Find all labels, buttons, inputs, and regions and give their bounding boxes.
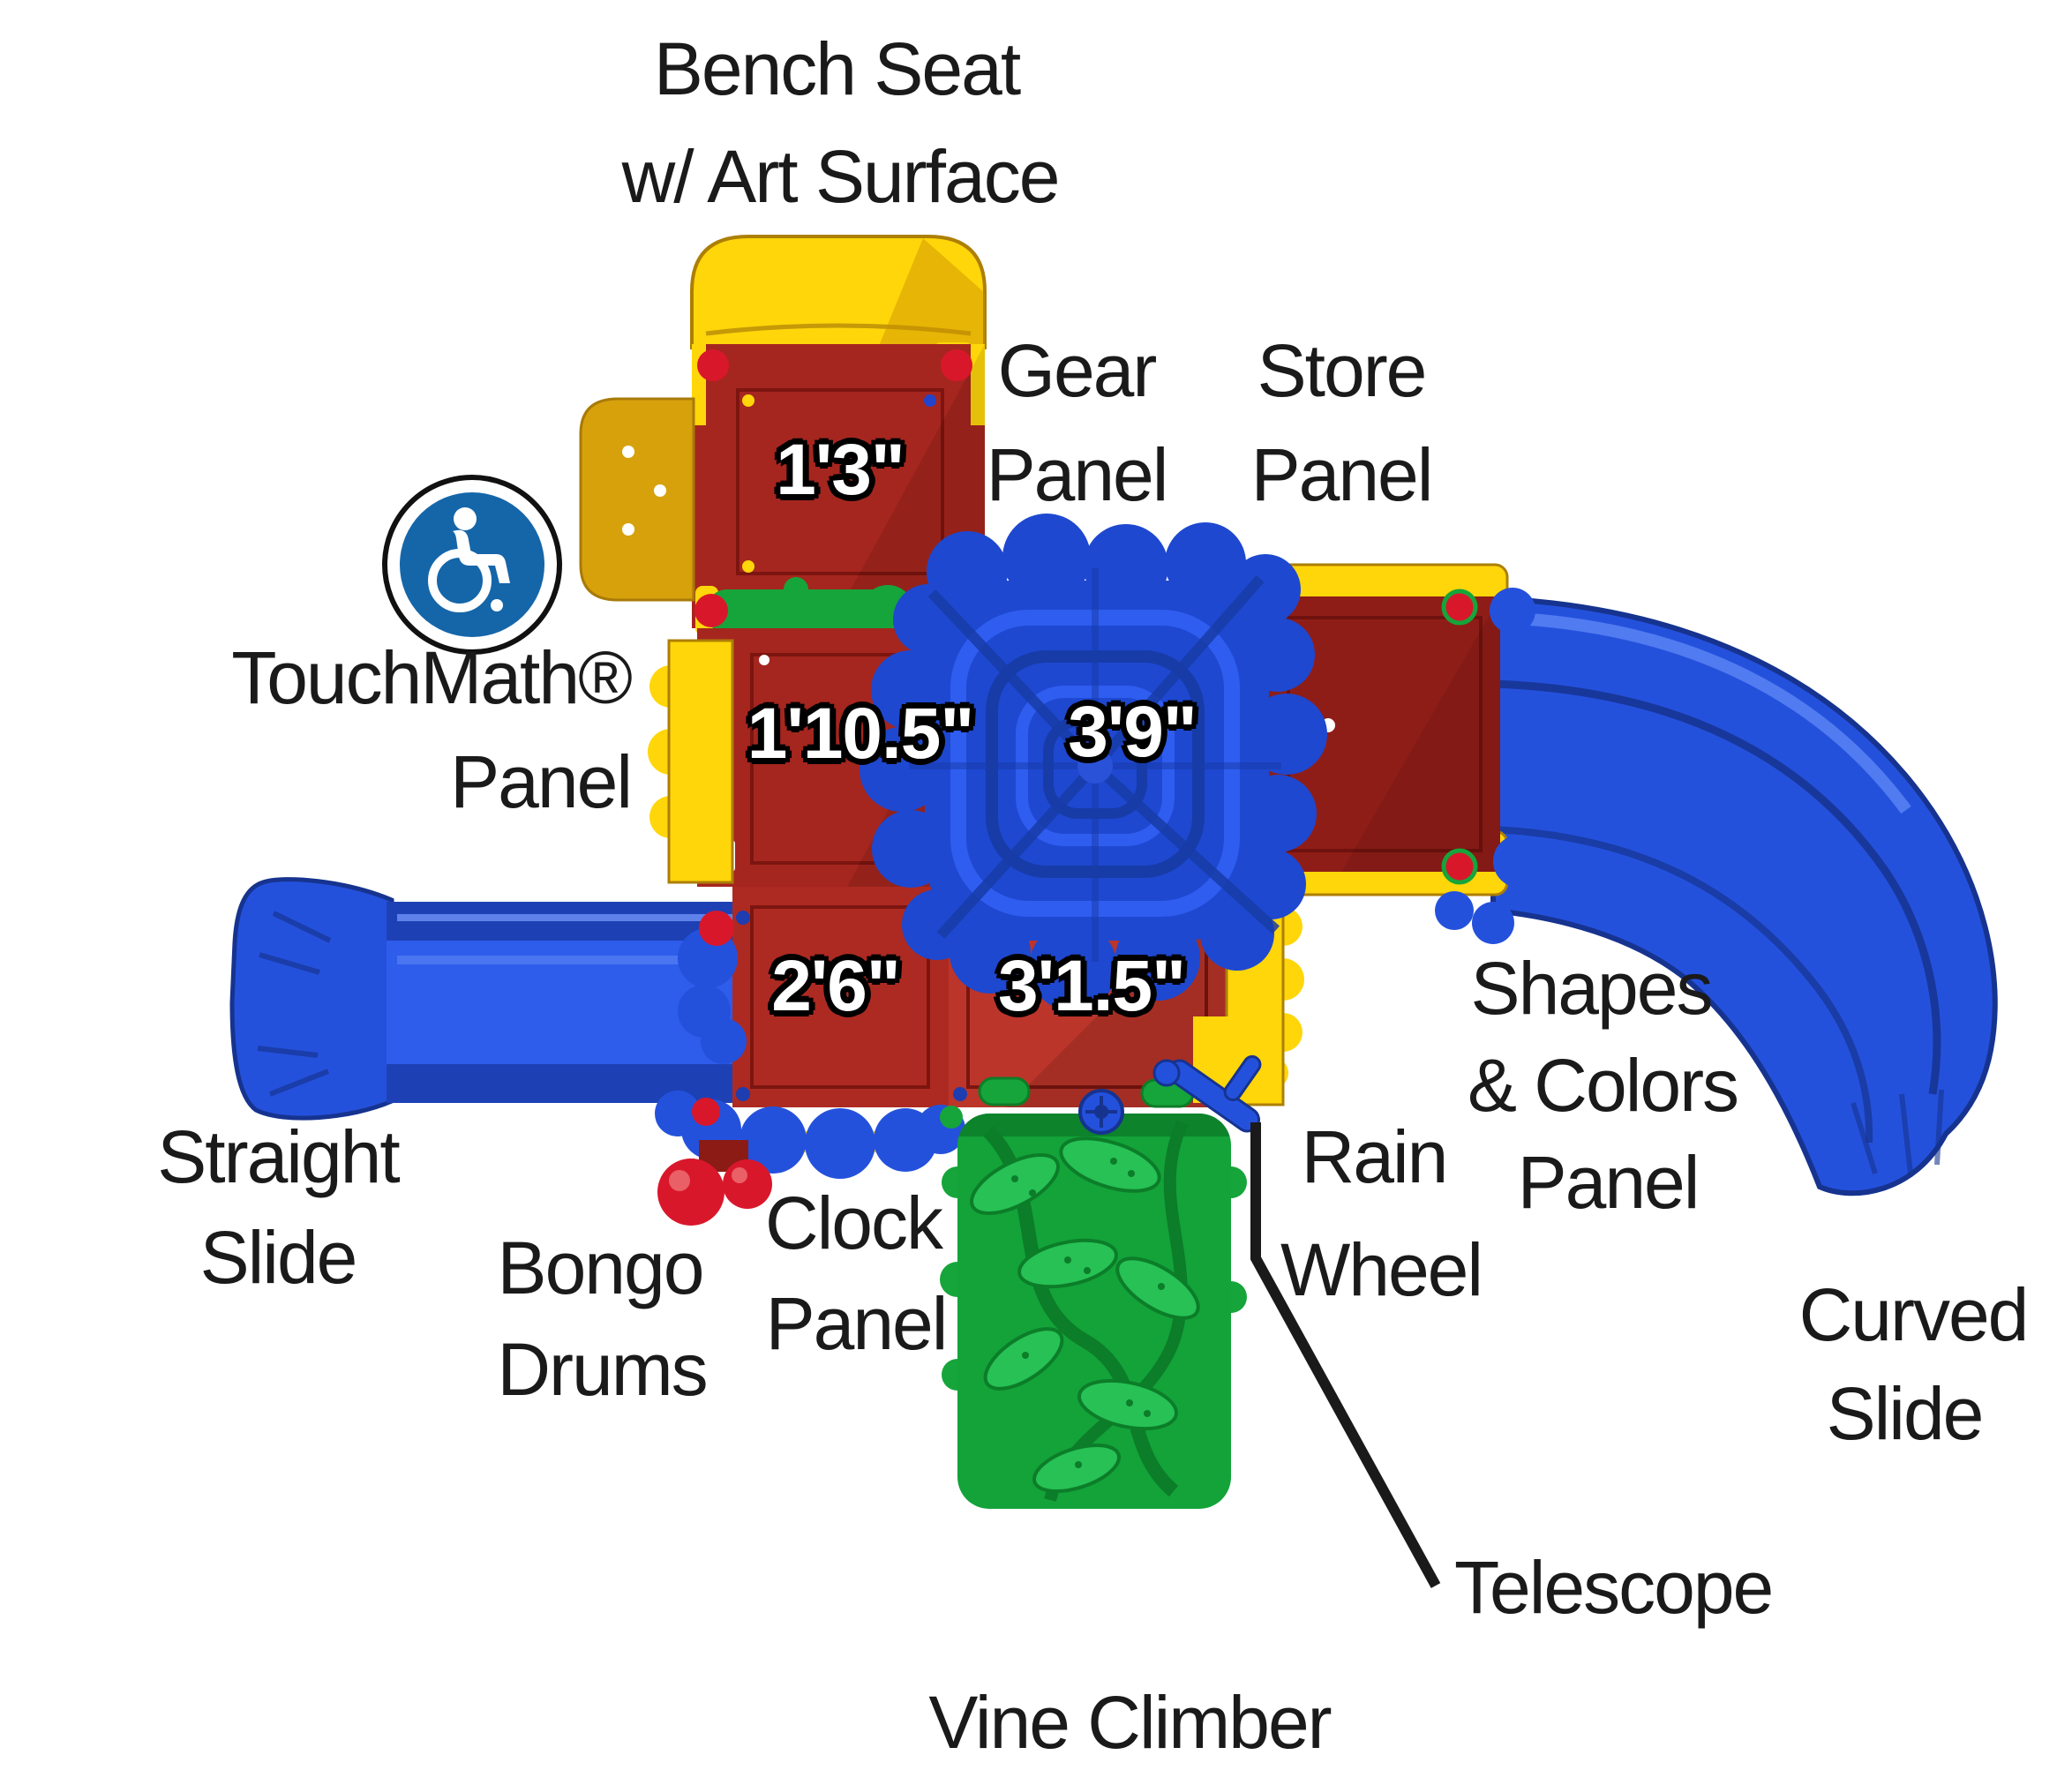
label-bench-seat-line2: w/ Art Surface bbox=[621, 135, 1061, 218]
deck-trim-bottom bbox=[655, 1091, 965, 1179]
label-gear-panel-line1: Gear bbox=[997, 329, 1158, 412]
label-straight-slide-line2: Slide bbox=[199, 1216, 358, 1299]
label-bongo-drums-line1: Bongo bbox=[497, 1226, 705, 1309]
height-label-web-deck: 3'9" bbox=[1068, 692, 1197, 772]
label-shapes-colors-line3: Panel bbox=[1517, 1141, 1700, 1224]
vine-climber bbox=[940, 1114, 1247, 1509]
touchmath-panel bbox=[579, 397, 695, 602]
label-store-panel-line1: Store bbox=[1257, 329, 1428, 412]
label-curved-slide-line1: Curved bbox=[1798, 1273, 2030, 1356]
label-rain-wheel-line1: Rain bbox=[1301, 1115, 1449, 1198]
rain-wheel bbox=[1078, 1089, 1124, 1135]
label-touchmath-line1: TouchMath® bbox=[231, 636, 633, 719]
label-bongo-drums-line2: Drums bbox=[497, 1328, 708, 1411]
label-curved-slide-line2: Slide bbox=[1826, 1372, 1985, 1455]
side-panel-left bbox=[648, 639, 734, 884]
height-label-bench-deck: 1'3" bbox=[776, 430, 905, 510]
label-gear-panel-line2: Panel bbox=[986, 433, 1169, 516]
curved-slide bbox=[1490, 595, 1998, 1196]
web-climber bbox=[860, 514, 1327, 1011]
bench-seat bbox=[690, 235, 987, 349]
label-shapes-colors-line2: & Colors bbox=[1467, 1044, 1739, 1127]
label-vine-climber: Vine Climber bbox=[928, 1681, 1332, 1764]
height-label-vine-deck: 3'1.5" bbox=[998, 946, 1186, 1026]
label-shapes-colors-line1: Shapes bbox=[1470, 947, 1714, 1030]
deck-trim-left bbox=[678, 911, 747, 1064]
label-telescope: Telescope bbox=[1454, 1546, 1774, 1629]
label-clock-panel-line1: Clock bbox=[764, 1181, 943, 1264]
label-clock-panel-line2: Panel bbox=[765, 1282, 949, 1365]
label-straight-slide-line1: Straight bbox=[157, 1115, 400, 1198]
label-store-panel-line2: Panel bbox=[1250, 433, 1434, 516]
label-touchmath-line2: Panel bbox=[450, 740, 633, 823]
wheelchair-accessible-icon bbox=[382, 475, 562, 655]
height-label-clock-deck: 2'6" bbox=[771, 946, 901, 1026]
straight-slide bbox=[229, 877, 739, 1121]
label-rain-wheel-line2: Wheel bbox=[1280, 1228, 1483, 1311]
green-connector bbox=[694, 577, 914, 644]
telescope-leader-line bbox=[1250, 1122, 1441, 1588]
height-label-touchmath-deck: 1'10.5" bbox=[747, 694, 975, 774]
bongo-drums bbox=[657, 1140, 772, 1226]
green-peg bbox=[978, 1076, 1031, 1106]
label-bench-seat-line1: Bench Seat bbox=[653, 27, 1021, 110]
